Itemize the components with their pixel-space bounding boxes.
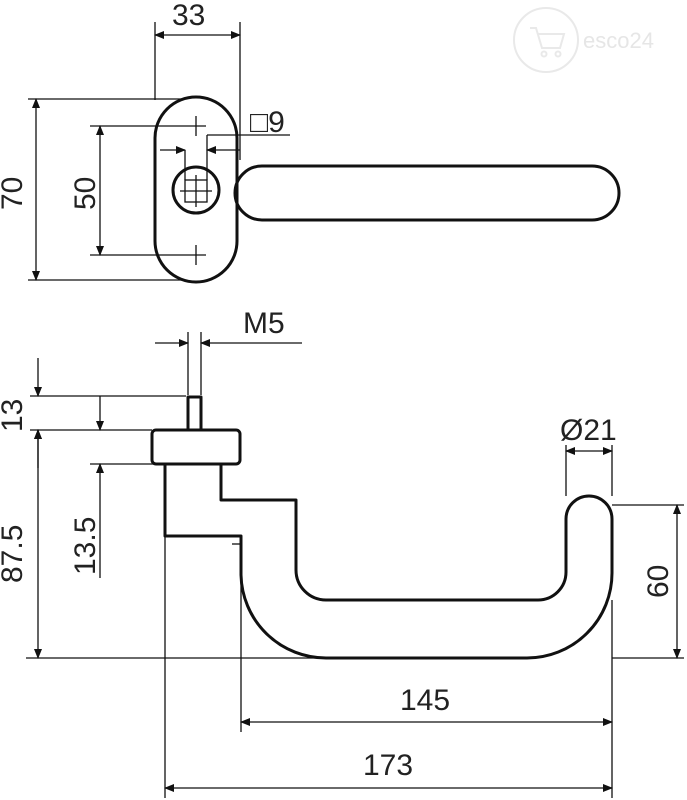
dim-spindle: 13: [0, 399, 29, 432]
neck-circle: [171, 165, 221, 215]
watermark: esco24: [513, 7, 654, 73]
dim-rose-height: 13.5: [69, 517, 102, 575]
dim-hole-spacing: 50: [69, 177, 102, 210]
lever-bar-outline: [233, 164, 621, 222]
side-view: M5 13 13.5 87.5 Ø21 60 145 173: [0, 307, 684, 798]
dim-width: 33: [172, 0, 205, 32]
dim-total-height: 87.5: [0, 525, 29, 583]
dim-thread: M5: [243, 307, 285, 340]
dim-total-length: 173: [363, 749, 413, 782]
top-view: 33 70 50 □9: [0, 0, 621, 284]
dim-diameter: Ø21: [560, 414, 617, 447]
dim-height: 70: [0, 177, 29, 210]
cart-icon: [530, 27, 566, 58]
screw-mark-top: [186, 116, 206, 136]
spindle-pin: [186, 395, 203, 432]
rosette-plate: [150, 428, 242, 466]
dim-inner-length: 145: [400, 684, 450, 717]
watermark-text: esco24: [583, 28, 654, 53]
dim-grip-height: 60: [642, 565, 675, 598]
rosette-outline: [153, 95, 239, 284]
screw-mark-bottom: [186, 245, 206, 265]
lever-body-outline: [163, 462, 614, 660]
dim-square: □9: [250, 106, 285, 139]
